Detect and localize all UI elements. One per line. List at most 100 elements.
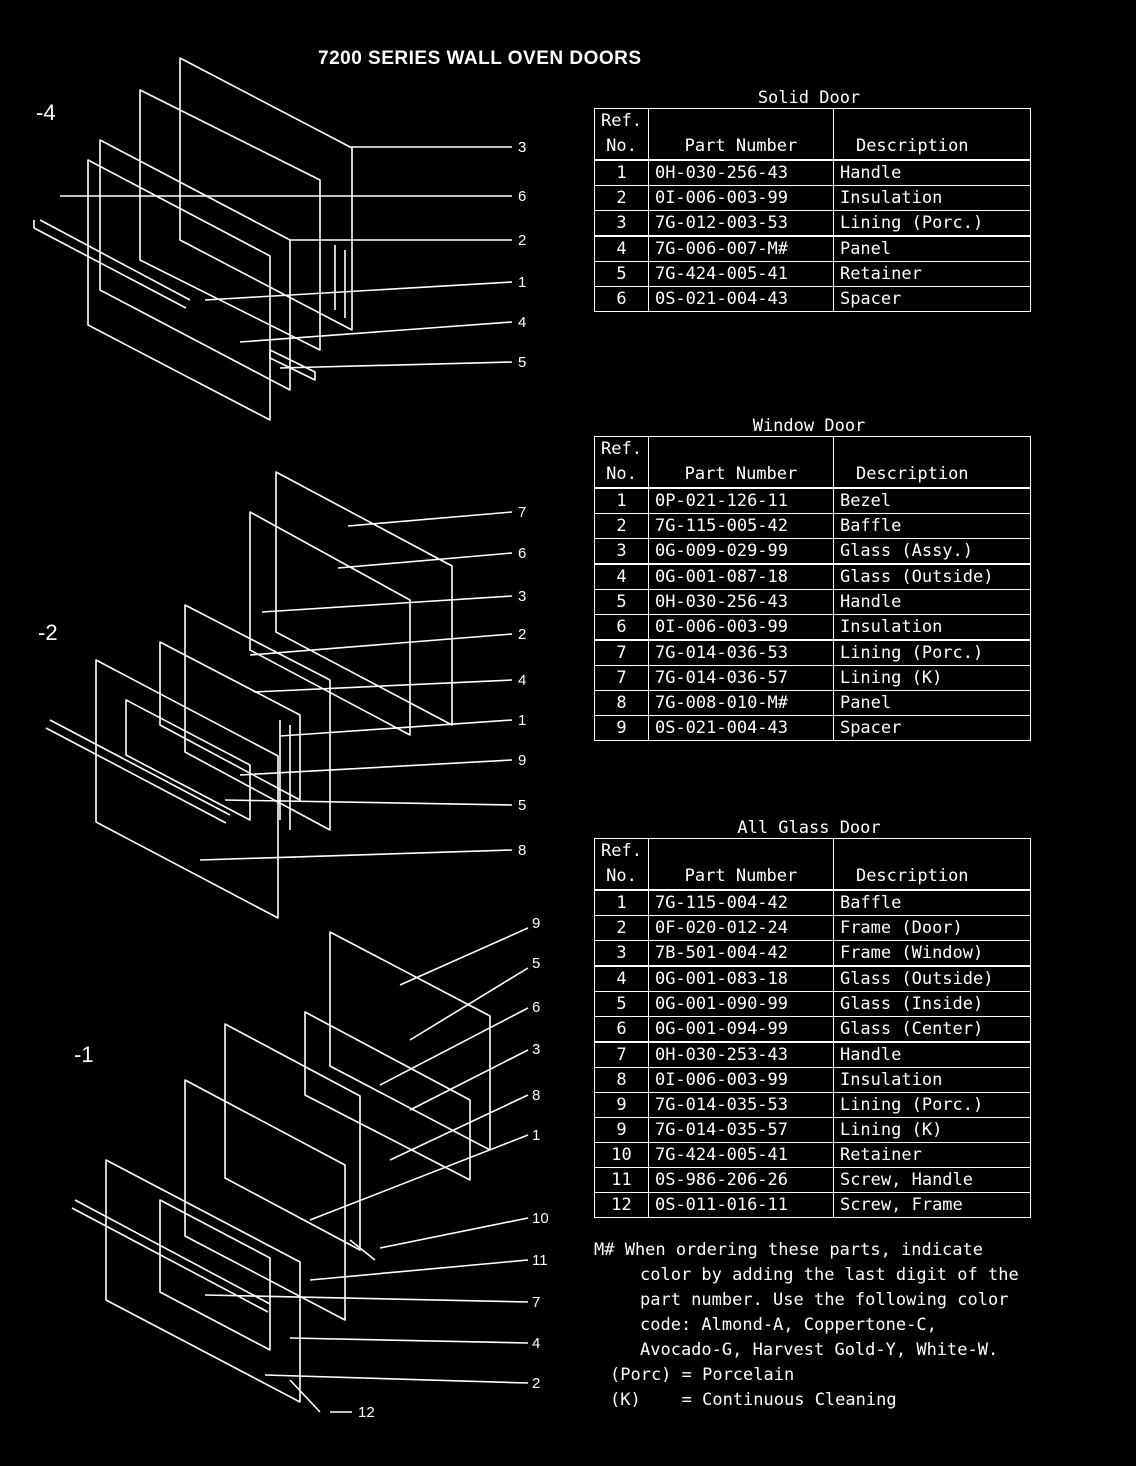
part-number-header: Part Number	[647, 838, 834, 891]
part-number-cell: 0G-009-029-99	[647, 538, 834, 565]
description-cell: Frame (Door)	[832, 915, 1031, 941]
note-color-code: code: Almond-A, Coppertone-C,	[640, 1315, 937, 1335]
part-number-cell: 0G-001-087-18	[647, 563, 834, 590]
part-number-cell: 0S-986-206-26	[647, 1167, 834, 1193]
ref-no-cell: 3	[594, 538, 649, 565]
ref-no-header: Ref.No.	[594, 108, 649, 161]
description-cell: Glass (Center)	[832, 1016, 1031, 1043]
ref-no-cell: 5	[594, 261, 649, 287]
part-number-cell: 7G-014-035-57	[647, 1117, 834, 1143]
note-porcelain: (Porc) = Porcelain	[610, 1365, 795, 1385]
description-cell: Lining (Porc.)	[832, 1092, 1031, 1118]
ref-no-cell: 6	[594, 614, 649, 641]
callout-number: 6	[518, 188, 526, 205]
window-door-drawing	[45, 471, 453, 919]
table-caption-window-door: Window Door	[752, 416, 866, 436]
description-cell: Insulation	[832, 185, 1031, 211]
note-continuous-cleaning: (K) = Continuous Cleaning	[610, 1390, 897, 1410]
callout-number: 12	[358, 1404, 375, 1421]
description-cell: Frame (Window)	[832, 940, 1031, 967]
callout-number: 4	[518, 314, 526, 331]
description-cell: Bezel	[832, 487, 1031, 514]
ref-header-line: No.	[606, 136, 637, 156]
part-number-header: Part Number	[647, 108, 834, 161]
part-number-cell: 7G-424-005-41	[647, 261, 834, 287]
ref-no-cell: 7	[594, 665, 649, 691]
description-cell: Baffle	[832, 889, 1031, 916]
callout-number: 8	[532, 1087, 540, 1104]
part-number-cell: 0I-006-003-99	[647, 614, 834, 641]
description-cell: Retainer	[832, 261, 1031, 287]
part-number-cell: 7G-424-005-41	[647, 1142, 834, 1168]
callout-number: 2	[518, 232, 526, 249]
ref-no-cell: 6	[594, 1016, 649, 1043]
description-cell: Spacer	[832, 286, 1031, 312]
part-number-cell: 7G-012-003-53	[647, 210, 834, 237]
ref-header-line: Ref.	[601, 841, 642, 861]
callout-number: 3	[518, 139, 526, 156]
part-number-cell: 7G-014-036-57	[647, 665, 834, 691]
ref-header-line: No.	[606, 866, 637, 886]
description-cell: Glass (Assy.)	[832, 538, 1031, 565]
callout-number: 5	[532, 955, 540, 972]
description-cell: Handle	[832, 1041, 1031, 1068]
description-cell: Glass (Outside)	[832, 563, 1031, 590]
callout-number: 10	[532, 1210, 549, 1227]
description-cell: Lining (K)	[832, 665, 1031, 691]
part-number-cell: 0S-021-004-43	[647, 286, 834, 312]
ref-no-header: Ref.No.	[594, 436, 649, 489]
ref-no-cell: 7	[594, 639, 649, 666]
ref-no-cell: 4	[594, 563, 649, 590]
part-number-cell: 7G-014-035-53	[647, 1092, 834, 1118]
callout-number: 3	[532, 1041, 540, 1058]
callout-number: 3	[518, 588, 526, 605]
ref-no-cell: 12	[594, 1192, 649, 1218]
description-cell: Lining (K)	[832, 1117, 1031, 1143]
ref-no-cell: 3	[594, 210, 649, 237]
note-color-code: Avocado-G, Harvest Gold-Y, White-W.	[640, 1340, 999, 1360]
part-number-cell: 0I-006-003-99	[647, 185, 834, 211]
figure-label-4: -4	[36, 100, 56, 125]
description-cell: Insulation	[832, 614, 1031, 641]
page-title: 7200 SERIES WALL OVEN DOORS	[318, 48, 642, 69]
callout-number: 1	[532, 1127, 540, 1144]
description-cell: Baffle	[832, 513, 1031, 539]
figure-label-1: -1	[74, 1042, 94, 1067]
part-number-cell: 7G-006-007-M#	[647, 235, 834, 262]
description-header: Description	[832, 838, 1031, 891]
callout-number: 9	[518, 752, 526, 769]
callout-number: 8	[518, 842, 526, 859]
ref-no-cell: 3	[594, 940, 649, 967]
ref-no-cell: 8	[594, 1067, 649, 1093]
description-cell: Lining (Porc.)	[832, 639, 1031, 666]
part-number-cell: 0H-030-256-43	[647, 589, 834, 615]
ordering-notes: M# When ordering these parts, indicate c…	[594, 1238, 1114, 1413]
description-cell: Panel	[832, 690, 1031, 716]
part-number-header: Part Number	[647, 436, 834, 489]
part-number-cell: 0H-030-253-43	[647, 1041, 834, 1068]
ref-no-header: Ref. No.	[594, 838, 649, 891]
